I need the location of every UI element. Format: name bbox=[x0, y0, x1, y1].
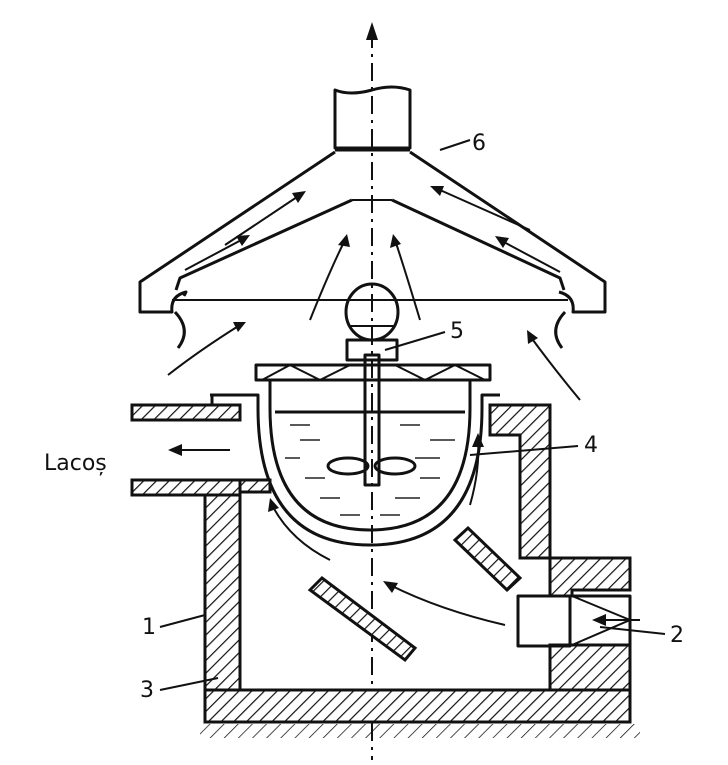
label-5: 5 bbox=[450, 319, 464, 344]
stirrer-motor bbox=[344, 282, 400, 487]
vessel-lid bbox=[254, 363, 492, 382]
label-6: 6 bbox=[472, 131, 486, 156]
center-axis bbox=[366, 22, 378, 760]
outlet-pipe bbox=[130, 403, 272, 497]
label-1: 1 bbox=[142, 615, 156, 640]
hood-flow-arrows bbox=[167, 186, 581, 401]
label-4: 4 bbox=[584, 433, 598, 458]
furnace-flow-arrows bbox=[268, 433, 506, 626]
furnace-body bbox=[200, 403, 640, 738]
label-3: 3 bbox=[140, 678, 154, 703]
leader-lines bbox=[159, 139, 666, 691]
label-2: 2 bbox=[670, 623, 684, 648]
reaction-vessel bbox=[210, 380, 500, 547]
label-outlet: Lacoș bbox=[44, 451, 107, 476]
exhaust-hood bbox=[138, 85, 607, 349]
